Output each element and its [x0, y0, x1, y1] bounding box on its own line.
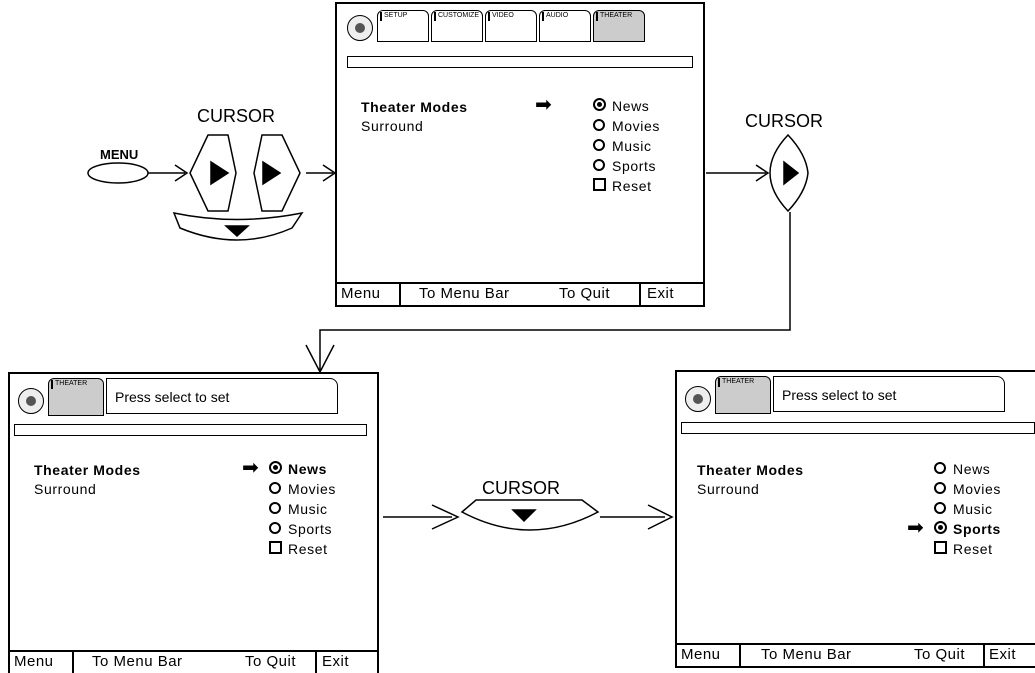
connector-arrow: [383, 504, 460, 530]
tab-setup[interactable]: SETUP: [377, 10, 429, 42]
to-quit-hint: To Quit: [914, 646, 966, 663]
theater-modes-label: Theater Modes: [361, 99, 468, 115]
to-quit-hint: To Quit: [559, 285, 611, 302]
menu-key-shape: [87, 162, 149, 184]
tab-audio[interactable]: AUDIO: [539, 10, 591, 42]
cursor-right-key-2: [769, 133, 809, 213]
bottom-bar: Menu To Menu Bar To Quit Exit: [677, 643, 1035, 666]
surround-label: Surround: [697, 481, 760, 497]
press-select-prompt: Press select to set: [106, 378, 338, 414]
connector-arrow: [600, 504, 674, 530]
pointer-arrow-icon: ➡: [907, 517, 924, 539]
option-movies[interactable]: Movies: [592, 118, 660, 134]
down-arrow-icon: [511, 509, 537, 523]
option-sports[interactable]: Sports: [268, 521, 332, 537]
option-reset[interactable]: Reset: [592, 178, 652, 194]
option-sports[interactable]: Sports: [933, 521, 1001, 537]
option-music[interactable]: Music: [268, 501, 328, 517]
to-quit-hint: To Quit: [245, 653, 297, 670]
menu-screen-left: THEATER Press select to set Theater Mode…: [8, 372, 379, 673]
surround-label: Surround: [34, 481, 97, 497]
tab-theater[interactable]: THEATER: [715, 376, 771, 414]
surround-label: Surround: [361, 118, 424, 134]
cursor-down-key: [172, 211, 304, 241]
cursor-label: CURSOR: [745, 111, 824, 131]
header-strip: [347, 56, 693, 68]
down-arrow-icon: [224, 225, 250, 238]
cursor-down-key-2: [460, 499, 600, 531]
cursor-label: CURSOR: [197, 106, 276, 126]
connector-arrow: [306, 164, 337, 182]
menu-hint: Menu: [681, 646, 721, 663]
theater-modes-label: Theater Modes: [697, 462, 804, 478]
tab-video[interactable]: VIDEO: [485, 10, 537, 42]
to-menu-bar-hint: To Menu Bar: [419, 285, 510, 302]
menu-screen-right: THEATER Press select to set Theater Mode…: [675, 370, 1035, 668]
cursor-label: CURSOR: [482, 478, 561, 498]
option-sports[interactable]: Sports: [592, 158, 656, 174]
right-arrow-icon: [262, 160, 282, 186]
exit-hint: Exit: [989, 646, 1017, 663]
connector-arrow: [706, 164, 770, 182]
to-menu-bar-hint: To Menu Bar: [92, 653, 183, 670]
header-strip: [14, 424, 367, 436]
exit-hint: Exit: [647, 285, 675, 302]
right-arrow-icon: [783, 160, 800, 186]
menu-hint: Menu: [341, 285, 381, 302]
option-reset[interactable]: Reset: [268, 541, 328, 557]
navigation-disk-icon: [685, 386, 711, 412]
cursor-right-key: [253, 134, 301, 212]
to-menu-bar-hint: To Menu Bar: [761, 646, 852, 663]
option-reset[interactable]: Reset: [933, 541, 993, 557]
tab-customize[interactable]: CUSTOMIZE: [431, 10, 483, 42]
option-movies[interactable]: Movies: [933, 481, 1001, 497]
cursor-left-key: [189, 134, 237, 212]
option-news[interactable]: News: [933, 461, 990, 477]
tab-theater[interactable]: THEATER: [593, 10, 645, 42]
menu-hint: Menu: [14, 653, 54, 670]
bottom-bar: Menu To Menu Bar To Quit Exit: [10, 650, 377, 673]
option-music[interactable]: Music: [592, 138, 652, 154]
tab-theater[interactable]: THEATER: [48, 378, 104, 416]
press-select-prompt: Press select to set: [773, 376, 1005, 412]
connector-arrow: [148, 164, 189, 182]
option-news[interactable]: News: [268, 461, 327, 477]
navigation-disk-icon: [18, 388, 44, 414]
option-news[interactable]: News: [592, 98, 649, 114]
left-arrow-icon: [210, 160, 230, 186]
menu-screen-top: SETUP CUSTOMIZE VIDEO AUDIO THEATER Thea…: [335, 2, 705, 307]
exit-hint: Exit: [322, 653, 350, 670]
theater-modes-label: Theater Modes: [34, 462, 141, 478]
option-movies[interactable]: Movies: [268, 481, 336, 497]
pointer-arrow-icon: ➡: [535, 94, 552, 116]
navigation-disk-icon: [347, 15, 373, 41]
bottom-bar: Menu To Menu Bar To Quit Exit: [337, 282, 703, 305]
menu-key-label: MENU: [100, 147, 139, 162]
pointer-arrow-icon: ➡: [242, 457, 259, 479]
option-music[interactable]: Music: [933, 501, 993, 517]
header-strip: [681, 422, 1035, 434]
